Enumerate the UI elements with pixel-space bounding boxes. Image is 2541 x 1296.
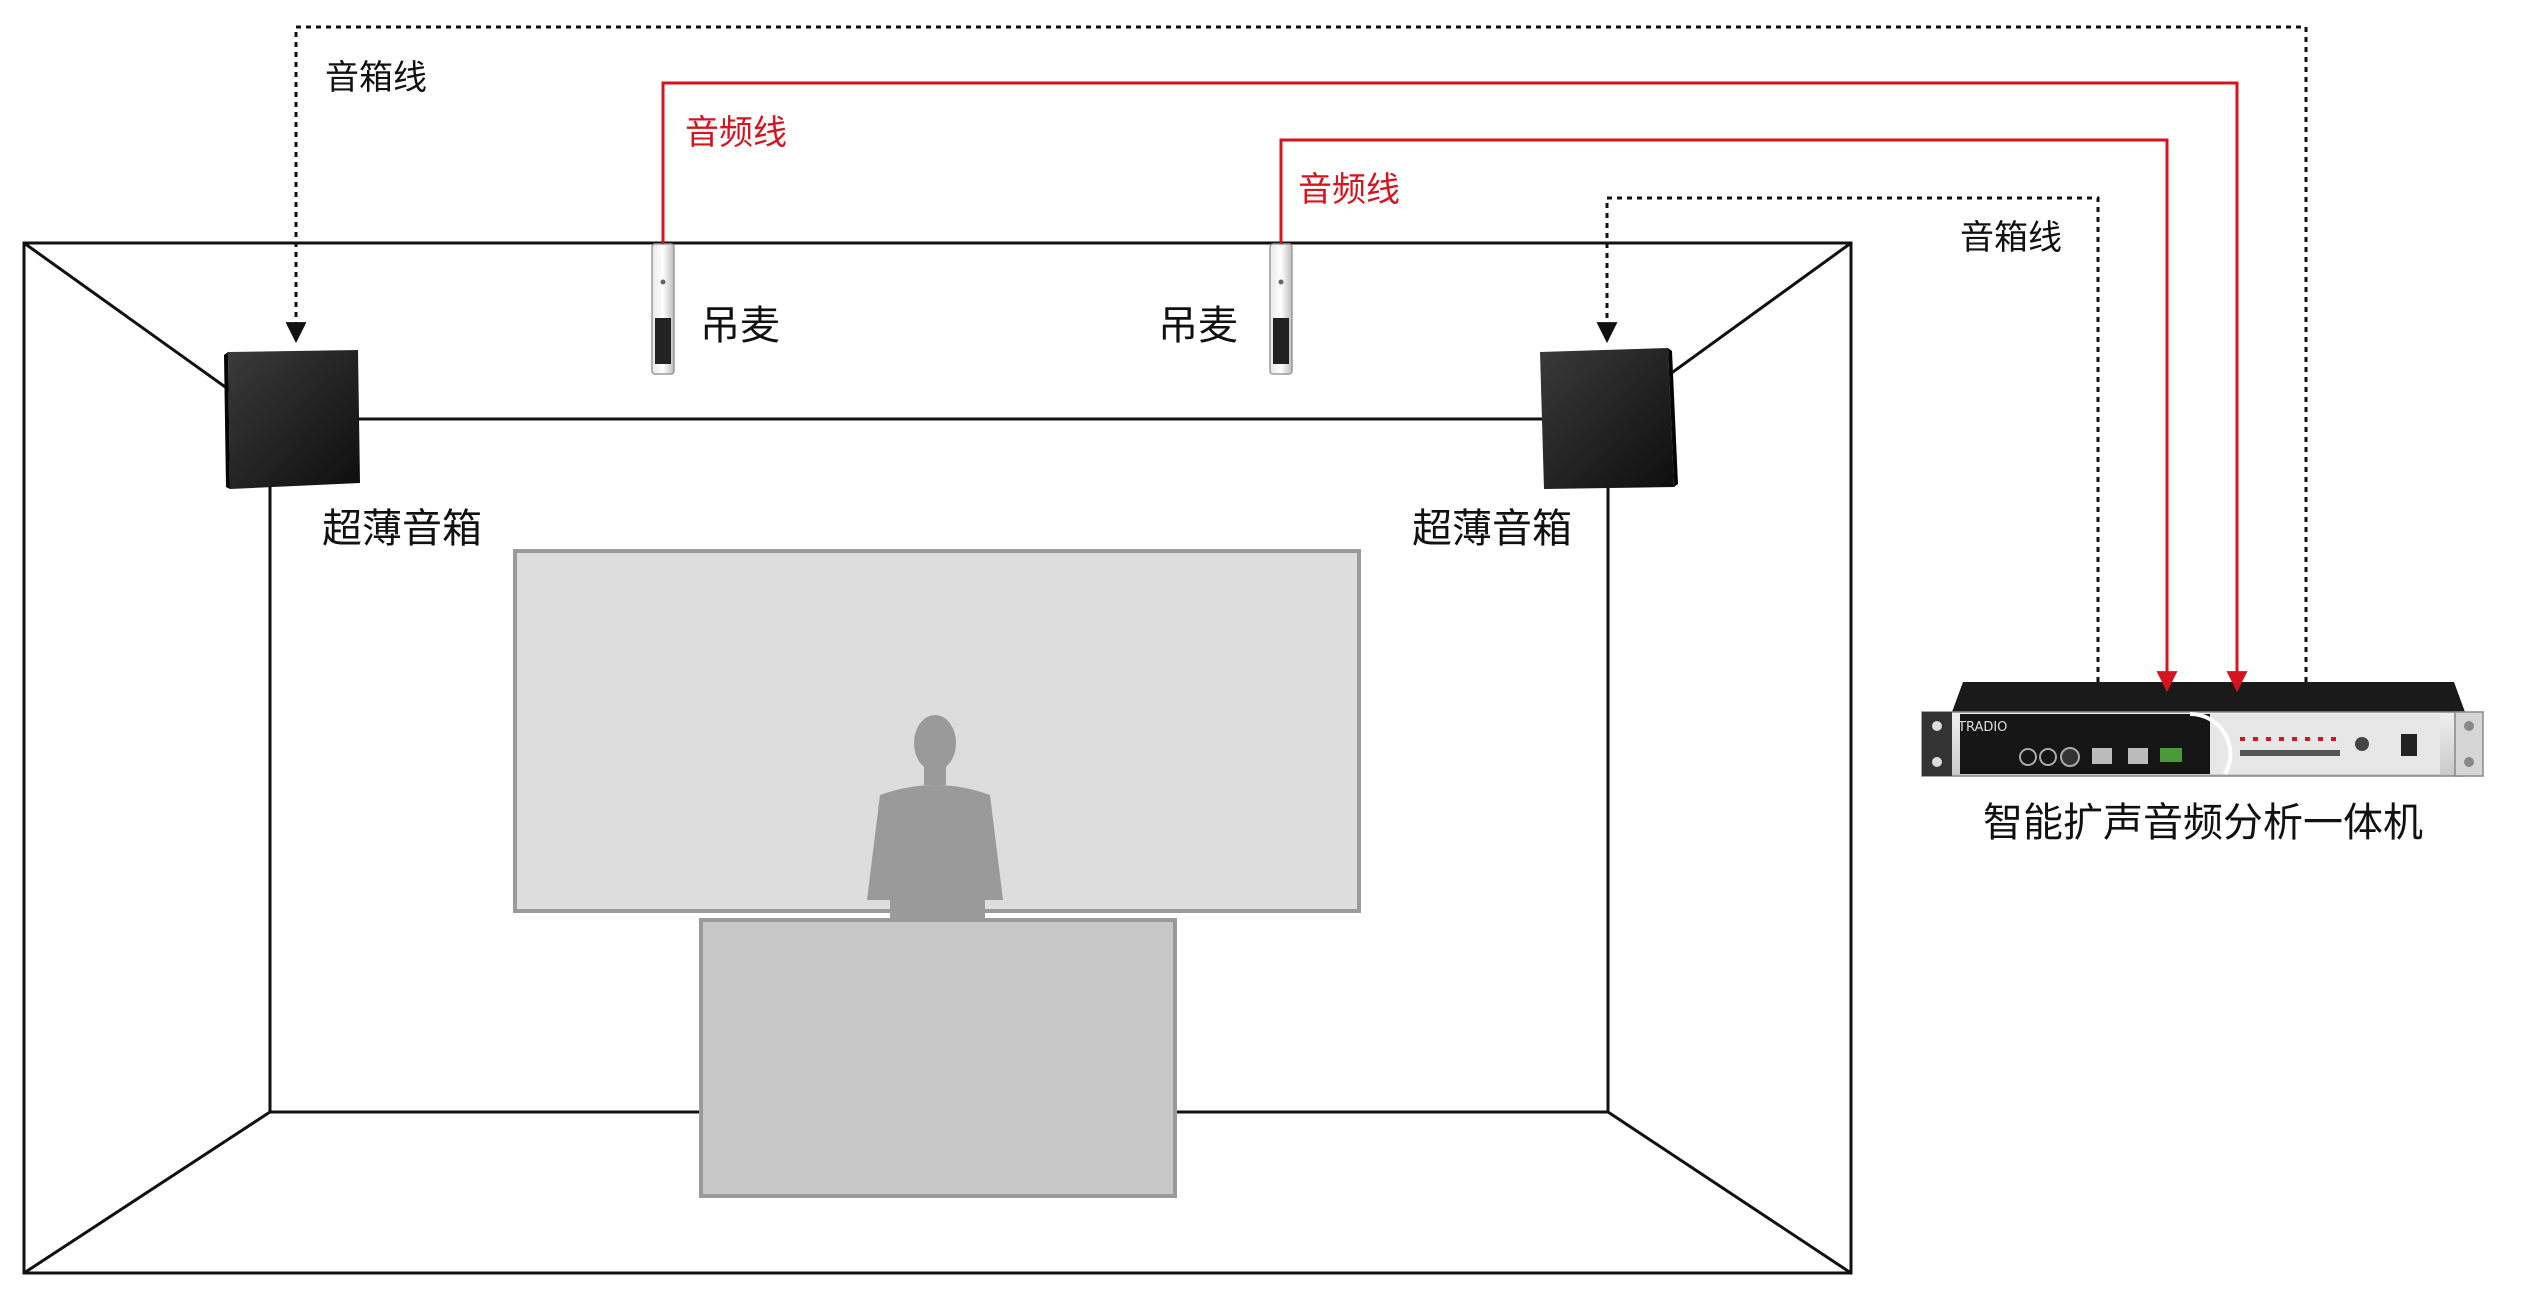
hanging-mic-right-label: 吊麦 (1158, 303, 1238, 349)
device-brand: TRADIO (1957, 720, 2007, 735)
audio-cable-left (661, 81, 2248, 693)
hanging-mic-left-label: 吊麦 (700, 303, 780, 349)
speaker-left-label: 超薄音箱 (322, 506, 482, 552)
speaker-right-icon (1540, 348, 1678, 489)
device-name-label: 智能扩声音频分析一体机 (1983, 800, 2423, 846)
speaker-cable-right (1596, 196, 2100, 682)
audio-cable-right-label: 音频线 (1298, 170, 1400, 210)
speaker-cable-left (285, 25, 2308, 682)
rack-amplifier-icon (1921, 682, 2484, 777)
person-silhouette-icon (867, 715, 1003, 920)
speaker-cable-left-label: 音箱线 (325, 58, 427, 98)
hanging-mic-right-icon (1269, 243, 1293, 375)
speaker-left-icon (224, 350, 360, 489)
speaker-right-label: 超薄音箱 (1412, 506, 1572, 552)
audio-cable-left-label: 音频线 (685, 113, 787, 153)
audio-cable-right (1279, 138, 2178, 693)
speaker-cable-right-label: 音箱线 (1960, 218, 2062, 258)
hanging-mic-left-icon (651, 243, 675, 375)
podium (699, 918, 1177, 1198)
